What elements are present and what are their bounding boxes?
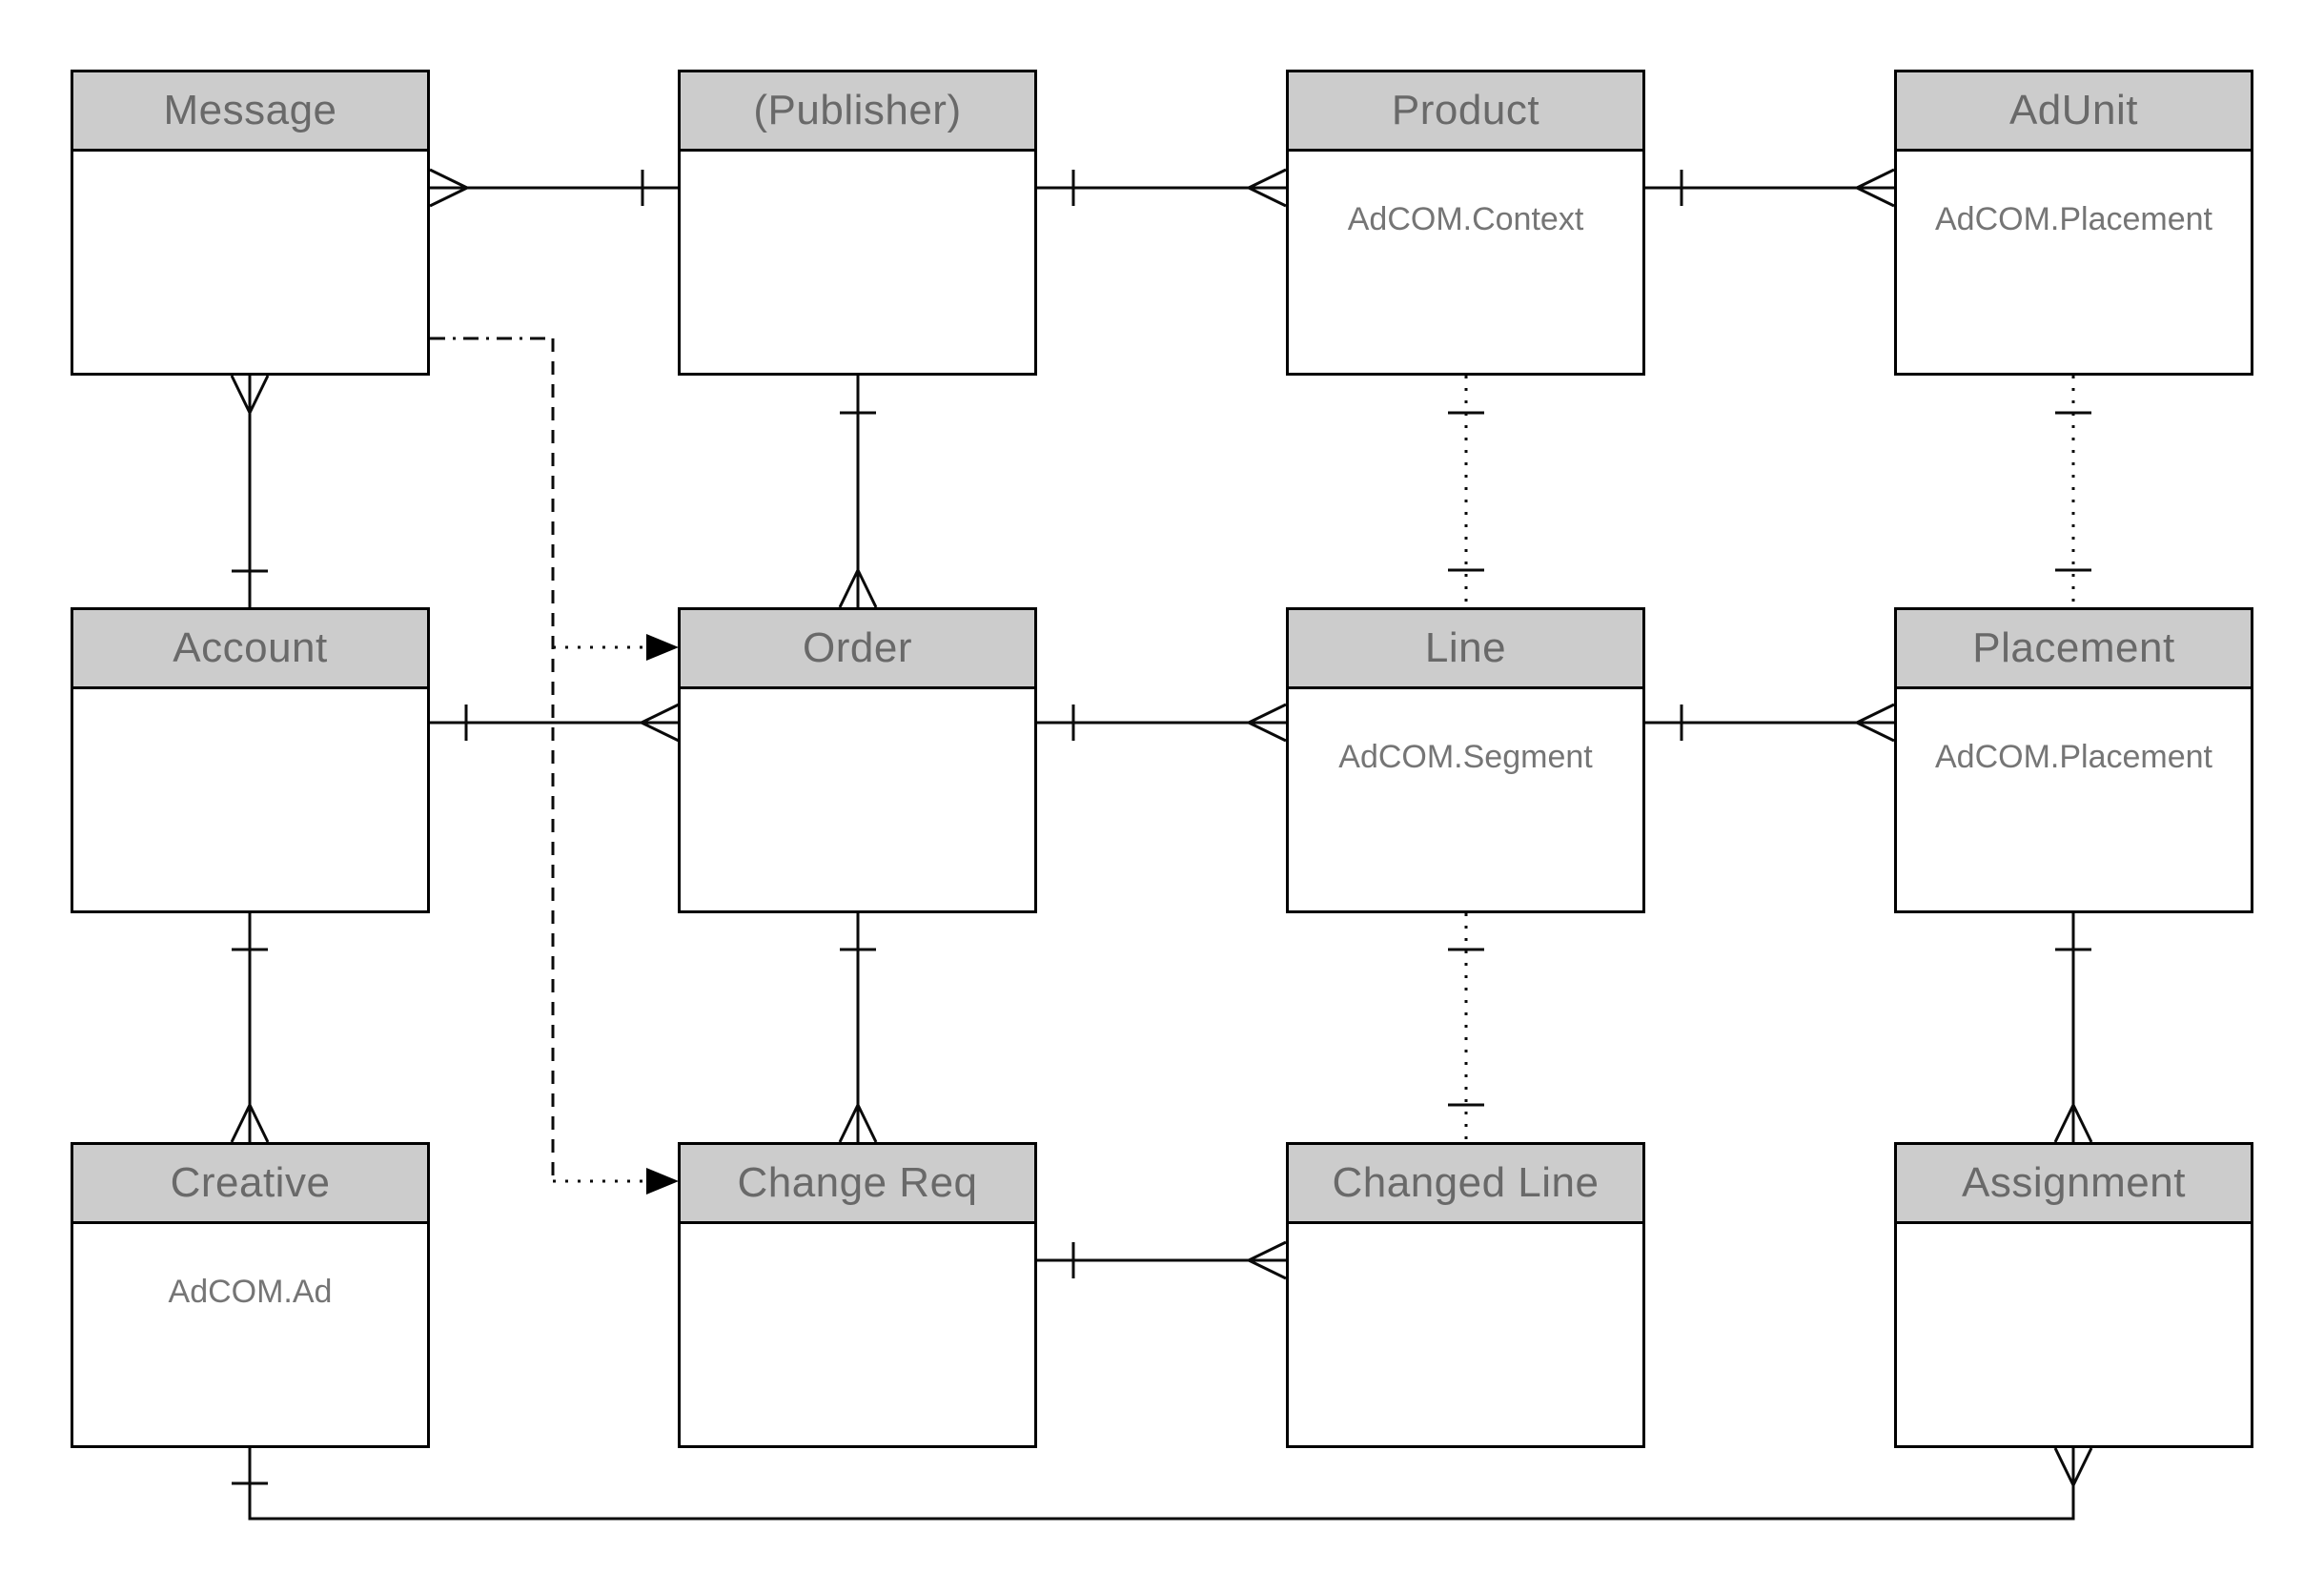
entity-title: AdUnit [2008,87,2139,133]
entity-product[interactable]: Product AdCOM.Context [1286,70,1645,376]
entity-title: Assignment [1962,1159,2186,1206]
entity-header: Message [73,72,427,152]
entity-header: Creative [73,1145,427,1224]
entity-body [1289,1224,1642,1448]
entity-line[interactable]: Line AdCOM.Segment [1286,607,1645,913]
entity-title: Order [803,624,912,671]
many-crowsfoot-icon [2053,1104,2093,1143]
entity-title: Message [163,87,337,133]
entity-change-req[interactable]: Change Req [678,1142,1037,1448]
entity-title: Creative [170,1159,331,1206]
connector-product-line [1448,376,1484,607]
entity-placement[interactable]: Placement AdCOM.Placement [1894,607,2253,913]
connector-publisher-order [838,376,878,608]
entity-header: Product [1289,72,1642,152]
many-crowsfoot-icon [230,1104,270,1143]
many-crowsfoot-icon [838,1104,878,1143]
entity-title: Account [173,624,328,671]
reference-path-message [430,337,679,1195]
entity-creative[interactable]: Creative AdCOM.Ad [71,1142,430,1448]
entity-body [681,1224,1034,1448]
many-crowsfoot-icon [429,168,468,208]
entity-body: AdCOM.Placement [1897,152,2251,376]
entity-header: Line [1289,610,1642,689]
entity-header: Assignment [1897,1145,2251,1224]
entity-title: (Publisher) [753,87,962,133]
arrowhead-icon [646,634,679,661]
many-crowsfoot-icon [1856,703,1895,743]
entity-title: Product [1391,87,1540,133]
connector-message-account [230,375,270,607]
entity-subtitle: AdCOM.Placement [1935,739,2212,775]
connector-account-order [430,703,680,743]
entity-header: Changed Line [1289,1145,1642,1224]
connector-publisher-product [1037,168,1287,208]
connector-account-creative [230,913,270,1143]
connector-line-changedline [1448,913,1484,1142]
entity-body [73,689,427,913]
entity-body [681,689,1034,913]
many-crowsfoot-icon [1248,703,1287,743]
many-crowsfoot-icon [2053,1447,2093,1486]
entity-header: Account [73,610,427,689]
connector-placement-assignment [2053,913,2093,1143]
entity-subtitle: AdCOM.Context [1347,201,1584,237]
entity-header: Change Req [681,1145,1034,1224]
entity-header: Placement [1897,610,2251,689]
entity-title: Line [1424,624,1507,671]
entity-subtitle: AdCOM.Segment [1338,739,1593,775]
entity-body [73,152,427,376]
entity-body [1897,1224,2251,1448]
entity-publisher[interactable]: (Publisher) [678,70,1037,376]
entity-header: Order [681,610,1034,689]
connector-order-line [1037,703,1287,743]
entity-body: AdCOM.Placement [1897,689,2251,913]
entity-title: Placement [1972,624,2175,671]
connector-adunit-placement [2055,376,2091,607]
many-crowsfoot-icon [1248,168,1287,208]
arrowhead-icon [646,1168,679,1195]
connector-changereq-changedline [1037,1240,1287,1280]
connector-line-placement [1645,703,1895,743]
entity-body [681,152,1034,376]
many-crowsfoot-icon [1856,168,1895,208]
entity-header: (Publisher) [681,72,1034,152]
entity-body: AdCOM.Segment [1289,689,1642,913]
connector-creative-assignment [232,1447,2093,1521]
many-crowsfoot-icon [641,703,680,743]
entity-header: AdUnit [1897,72,2251,152]
connector-order-changereq [838,913,878,1143]
many-crowsfoot-icon [230,375,270,414]
entity-changed-line[interactable]: Changed Line [1286,1142,1645,1448]
entity-body: AdCOM.Ad [73,1224,427,1448]
entity-subtitle: AdCOM.Placement [1935,201,2212,237]
entity-assignment[interactable]: Assignment [1894,1142,2253,1448]
many-crowsfoot-icon [1248,1240,1287,1280]
connector-message-publisher [429,168,679,208]
entity-order[interactable]: Order [678,607,1037,913]
entity-title: Change Req [737,1159,978,1206]
entity-account[interactable]: Account [71,607,430,913]
entity-body: AdCOM.Context [1289,152,1642,376]
entity-subtitle: AdCOM.Ad [168,1274,333,1310]
entity-message[interactable]: Message [71,70,430,376]
entity-title: Changed Line [1332,1159,1600,1206]
many-crowsfoot-icon [838,569,878,608]
entity-adunit[interactable]: AdUnit AdCOM.Placement [1894,70,2253,376]
connector-product-adunit [1645,168,1895,208]
